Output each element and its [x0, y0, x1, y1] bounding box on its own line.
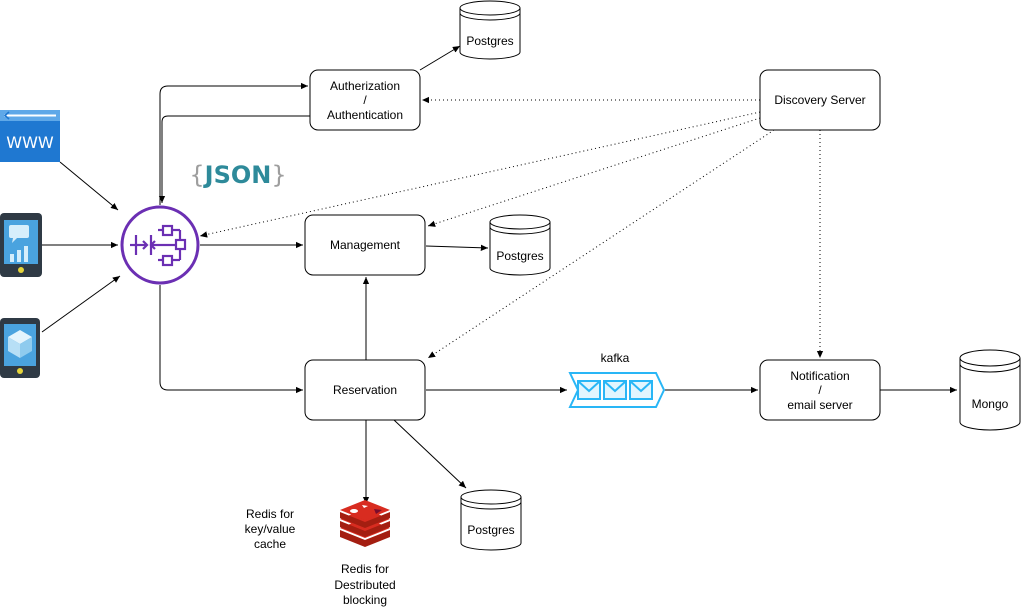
redis-cache-label-line3: cache: [254, 537, 286, 551]
edge-reservation-to-postgres: [393, 419, 467, 489]
mongo-label: Mongo: [972, 397, 1009, 411]
postgres-auth-db[interactable]: Postgres: [459, 0, 521, 60]
edge-www-to-gateway: [59, 161, 119, 211]
json-logo-text: {JSON}: [189, 161, 286, 189]
mobile-chat-client[interactable]: [0, 213, 42, 277]
discovery-edges: [199, 96, 824, 359]
redis-cache-label-line2: key/value: [245, 522, 296, 536]
api-gateway[interactable]: [120, 205, 200, 285]
reservation-service[interactable]: Reservation: [304, 359, 426, 421]
notification-label-line2: /: [818, 383, 822, 397]
edge-auth-to-postgres: [419, 45, 461, 71]
notification-label-line1: Notification: [790, 369, 849, 383]
notification-service[interactable]: Notification / email server: [759, 359, 881, 421]
www-icon-text: WWW: [6, 133, 54, 152]
edge-gateway-to-reservation: [159, 285, 303, 394]
postgres-reservation-db[interactable]: Postgres: [460, 489, 522, 551]
edge-discovery-to-reservation: [427, 129, 775, 359]
redis-cache[interactable]: Redis for key/value cache Redis for Dest…: [245, 500, 396, 607]
discovery-label: Discovery Server: [774, 93, 865, 107]
reservation-label: Reservation: [333, 383, 397, 397]
kafka-label: kafka: [601, 351, 630, 365]
auth-label-line3: Authentication: [327, 108, 403, 122]
redis-blocking-label-line3: blocking: [343, 593, 387, 607]
auth-service[interactable]: Autherization / Authentication: [309, 69, 421, 131]
auth-label-line1: Autherization: [330, 79, 400, 93]
edge-mobile2-to-gateway: [41, 275, 121, 333]
management-label: Management: [330, 238, 401, 252]
auth-label-line2: /: [363, 93, 367, 107]
redis-blocking-label-line2: Destributed: [334, 578, 395, 592]
postgres-management-label: Postgres: [496, 249, 543, 263]
redis-blocking-label-line1: Redis for: [341, 562, 389, 576]
json-logo: {JSON}: [189, 161, 286, 189]
redis-icon: [340, 500, 390, 547]
mobile-cube-client[interactable]: [0, 318, 40, 378]
discovery-server[interactable]: Discovery Server: [759, 69, 881, 131]
notification-label-line3: email server: [787, 398, 852, 412]
postgres-auth-label: Postgres: [466, 34, 513, 48]
postgres-management-db[interactable]: Postgres: [489, 214, 551, 276]
postgres-reservation-label: Postgres: [467, 523, 514, 537]
www-browser-client[interactable]: WWW: [0, 110, 60, 162]
management-service[interactable]: Management: [304, 214, 426, 276]
redis-cache-label-line1: Redis for: [246, 507, 294, 521]
edge-auth-to-gateway: [158, 115, 310, 203]
edges: [41, 45, 957, 504]
mongo-db[interactable]: Mongo: [959, 349, 1021, 431]
kafka-queue[interactable]: kafka: [568, 351, 666, 408]
edge-management-to-postgres: [425, 244, 489, 251]
edge-gateway-to-auth: [159, 82, 308, 205]
